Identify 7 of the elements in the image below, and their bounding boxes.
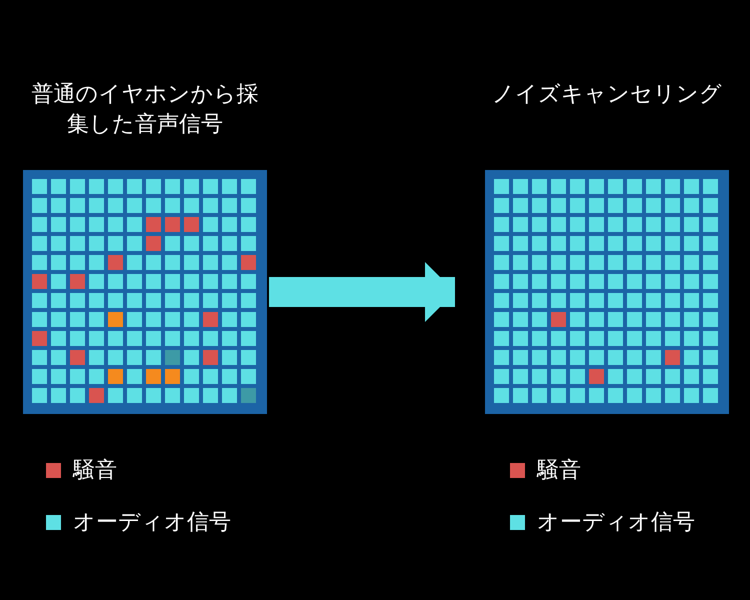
panel-heading: 普通のイヤホンから採集した音声信号 bbox=[30, 81, 260, 139]
panel-heading: ノイズキャンセリング bbox=[491, 81, 723, 109]
arrow bbox=[269, 262, 455, 322]
legend-label: 騒音 bbox=[73, 457, 117, 485]
legend-label: オーディオ信号 bbox=[537, 509, 695, 537]
legend-label: 騒音 bbox=[537, 457, 581, 485]
legend-label: オーディオ信号 bbox=[73, 509, 231, 537]
